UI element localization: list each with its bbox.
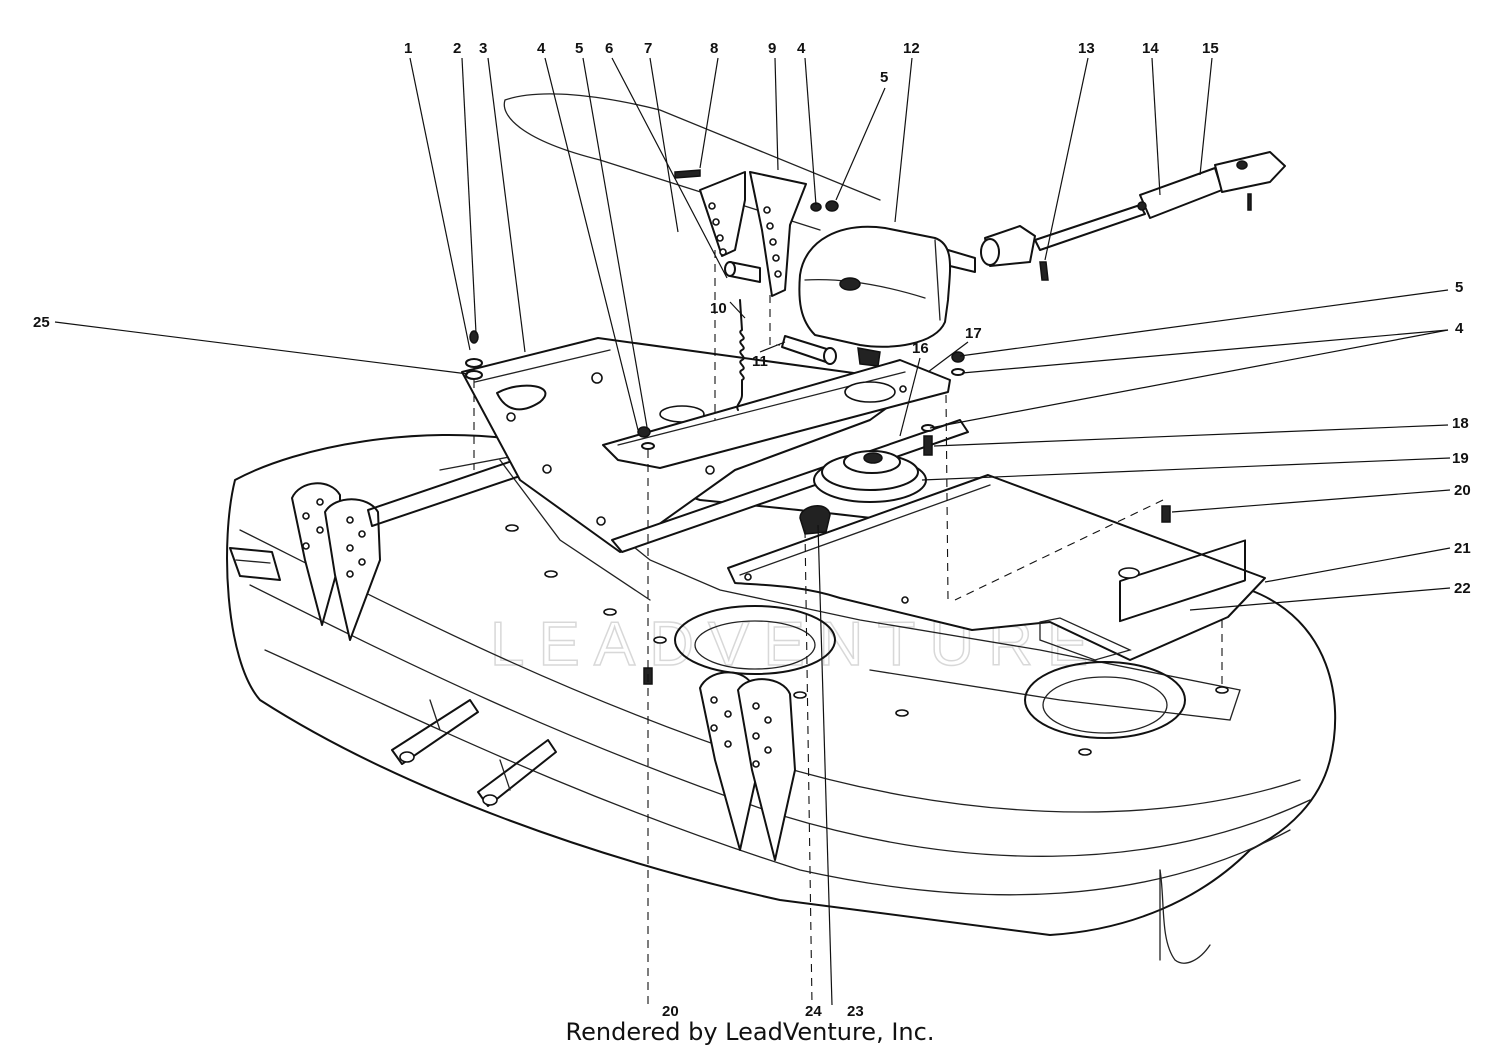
- decal-outline: [1119, 539, 1246, 623]
- callout-21: 21: [1454, 540, 1471, 557]
- gearbox: [798, 225, 976, 367]
- callout-17: 17: [965, 325, 982, 342]
- hardware: [465, 200, 1171, 685]
- deck-lift-brackets: [291, 459, 796, 861]
- callout-23: 23: [847, 1003, 864, 1020]
- assembly-lines: [473, 250, 1223, 1006]
- callout-4b: 4: [797, 40, 806, 57]
- pivot-rod: [781, 335, 837, 365]
- callout-12: 12: [903, 40, 920, 57]
- callout-11: 11: [752, 353, 768, 370]
- callout-6: 6: [605, 40, 613, 57]
- callout-18: 18: [1452, 415, 1469, 432]
- drive-shaft: [980, 151, 1286, 281]
- callout-7: 7: [644, 40, 652, 57]
- callout-22: 22: [1454, 580, 1471, 597]
- render-credit: Rendered by LeadVenture, Inc.: [565, 1018, 935, 1046]
- callout-5c: 5: [1455, 279, 1463, 296]
- callout-4c: 4: [1455, 320, 1464, 337]
- callout-9: 9: [768, 40, 776, 57]
- callout-15: 15: [1202, 40, 1219, 57]
- callout-16: 16: [912, 340, 929, 357]
- callout-1: 1: [404, 40, 412, 57]
- tension-spring: [736, 299, 745, 411]
- engine-hood-outline: [503, 93, 881, 231]
- leader-lines: [54, 57, 1451, 1006]
- callout-14: 14: [1142, 40, 1159, 57]
- right-cover-plate: [727, 474, 1266, 661]
- callout-5: 5: [575, 40, 583, 57]
- callout-13: 13: [1078, 40, 1095, 57]
- blade-nut: [799, 505, 831, 535]
- callout-2: 2: [453, 40, 461, 57]
- callout-5b: 5: [880, 69, 888, 86]
- callout-20: 20: [1454, 482, 1471, 499]
- callout-4: 4: [537, 40, 546, 57]
- callout-24: 24: [805, 1003, 822, 1020]
- callout-3: 3: [479, 40, 487, 57]
- callout-10: 10: [710, 300, 727, 317]
- hanger-brackets: [674, 169, 807, 297]
- callout-20b: 20: [662, 1003, 679, 1020]
- callout-19: 19: [1452, 450, 1469, 467]
- callout-8: 8: [710, 40, 718, 57]
- callout-numbers: 1 2 3 4 5 6 7 8 9 4 5 12 13 14 15 25 10 …: [33, 40, 1471, 1020]
- callout-25: 25: [33, 314, 50, 331]
- drive-pulley: [813, 450, 927, 503]
